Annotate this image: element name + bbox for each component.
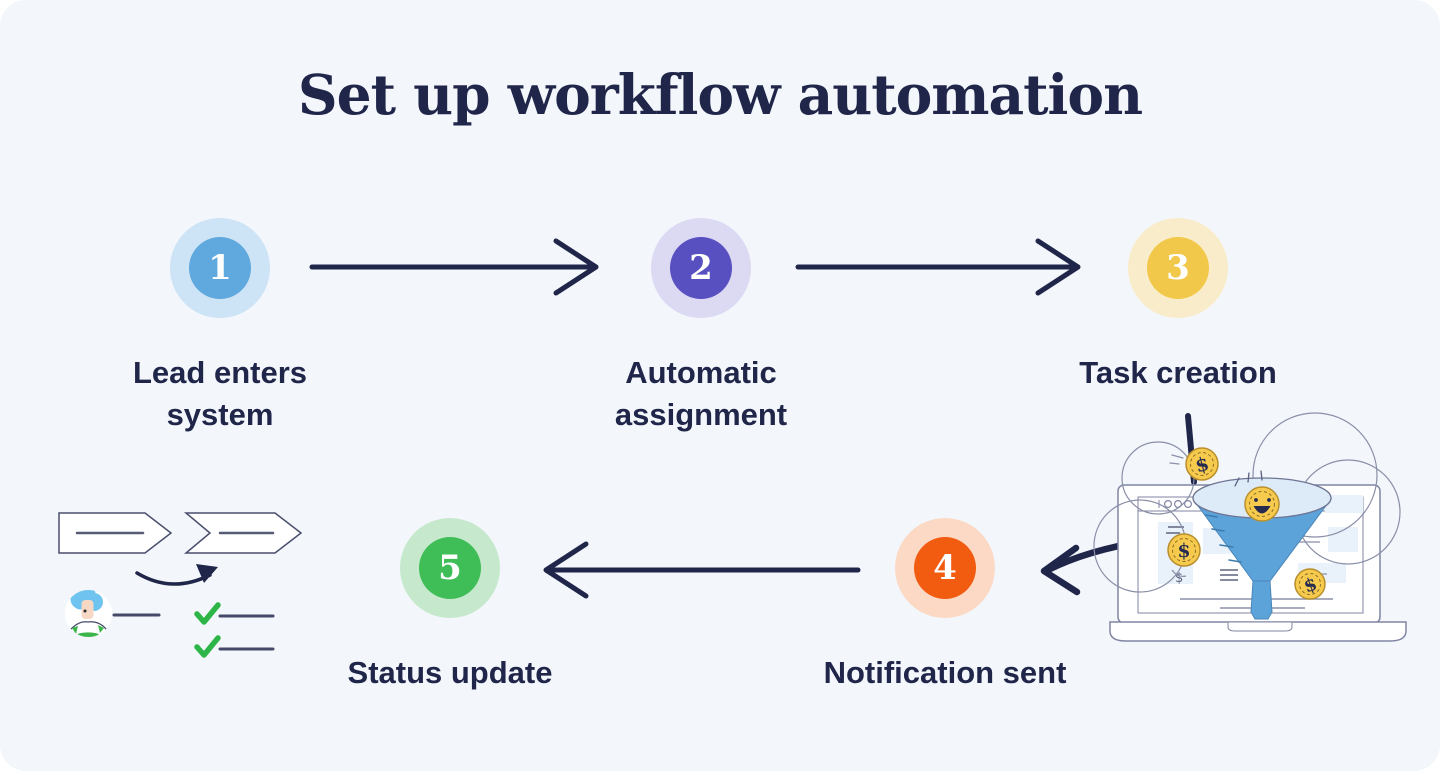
page-title: Set up workflow automation xyxy=(297,62,1143,127)
step-2-label: Automatic assignment xyxy=(614,355,788,432)
step-2-automatic-assignment: 2 Automatic assignment xyxy=(551,218,851,435)
step-3-badge: 3 xyxy=(1128,218,1228,318)
step-4-notification-sent: 4 Notification sent xyxy=(795,518,1095,694)
step-1-number: 1 xyxy=(189,237,251,299)
step-1-badge: 1 xyxy=(170,218,270,318)
step-3-label: Task creation xyxy=(1079,355,1277,390)
step-1-lead-enters-system: 1 Lead enters system xyxy=(70,218,370,435)
step-1-label: Lead enters system xyxy=(132,355,307,432)
step-5-number: 5 xyxy=(419,537,481,599)
step-5-label: Status update xyxy=(347,655,553,690)
step-5-badge: 5 xyxy=(400,518,500,618)
step-4-badge: 4 xyxy=(895,518,995,618)
step-5-status-update: 5 Status update xyxy=(300,518,600,694)
step-3-task-creation: 3 Task creation xyxy=(1028,218,1328,394)
step-4-label: Notification sent xyxy=(823,655,1067,690)
step-4-number: 4 xyxy=(914,537,976,599)
step-3-number: 3 xyxy=(1147,237,1209,299)
step-2-badge: 2 xyxy=(651,218,751,318)
step-2-number: 2 xyxy=(670,237,732,299)
